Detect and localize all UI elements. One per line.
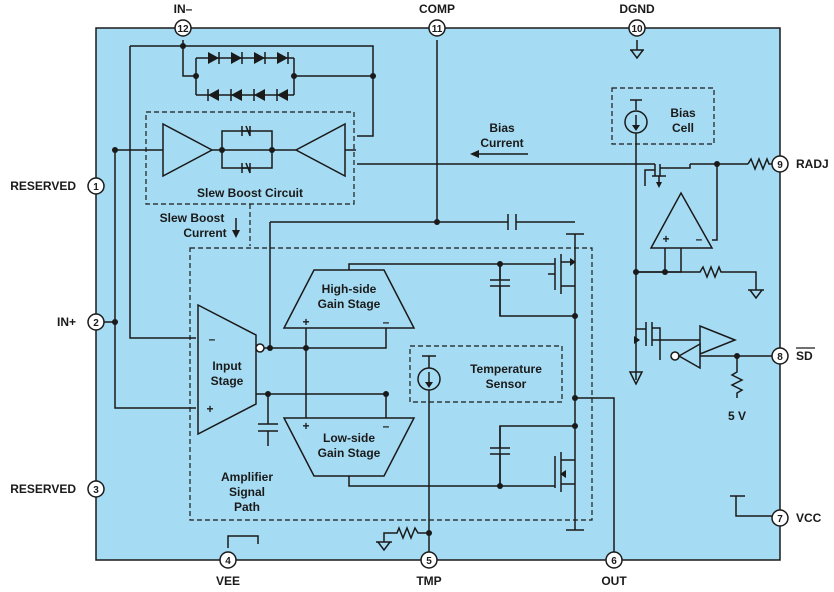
input-stage-block (197, 303, 257, 436)
pin-5-number: 5 (426, 556, 432, 567)
bias-cell-box (611, 87, 715, 145)
input-stage-plus: + (206, 402, 213, 416)
pin-1-label: RESERVED (10, 179, 76, 193)
opamp-plus: + (662, 232, 669, 246)
pin-11[interactable]: 11 (428, 19, 446, 37)
pin-8[interactable]: 8 (771, 347, 789, 365)
amp-path-line1: Amplifier (221, 470, 273, 484)
pin-11-label: COMP (419, 2, 455, 16)
pin-10-label: DGND (619, 2, 655, 16)
diode-row-top (208, 52, 289, 64)
input-stage-line2: Stage (211, 374, 244, 388)
slew-boost-internals (112, 122, 356, 178)
pin-6-number: 6 (611, 556, 617, 567)
radj-network: + – (633, 156, 778, 300)
pin-10-number: 10 (631, 24, 643, 35)
low-side-plus: + (302, 419, 309, 433)
high-side-plus: + (302, 315, 309, 329)
pin-7-number: 7 (777, 514, 783, 525)
temp-sensor-line2: Sensor (486, 377, 527, 391)
high-side-gain-stage (282, 269, 416, 329)
low-side-minus: – (383, 419, 390, 433)
five-volt-label: 5 V (728, 409, 746, 423)
slew-boost-current-line1: Slew Boost (160, 211, 225, 225)
diode-bridge (129, 40, 376, 339)
temp-sensor-line1: Temperature (470, 362, 542, 376)
pin-1[interactable]: 1 (87, 177, 105, 195)
pin-2-number: 2 (93, 318, 99, 329)
high-side-line1: High-side (322, 282, 377, 296)
pin-4[interactable]: 4 (219, 551, 237, 569)
pin-8-number: 8 (777, 352, 783, 363)
slew-boost-current-line2: Current (183, 226, 226, 240)
pin-6[interactable]: 6 (605, 551, 623, 569)
pin-2-label: IN+ (57, 315, 76, 329)
pin-10[interactable]: 10 (628, 19, 646, 37)
vee-wire (227, 535, 259, 548)
pin-3[interactable]: 3 (87, 480, 105, 498)
low-side-line2: Gain Stage (318, 446, 381, 460)
pin-1-number: 1 (93, 182, 99, 193)
pin-12-number: 12 (177, 24, 189, 35)
pin-5[interactable]: 5 (420, 551, 438, 569)
pin-7[interactable]: 7 (771, 509, 789, 527)
pin-9-label: RADJ (796, 157, 829, 171)
diode-row-bottom (207, 89, 288, 101)
chip-body (95, 27, 781, 561)
pin-11-number: 11 (432, 24, 443, 35)
high-side-minus: – (383, 315, 390, 329)
low-side-gain-stage (282, 417, 416, 477)
pin-5-label: TMP (416, 574, 441, 588)
pin-3-number: 3 (93, 485, 99, 496)
pin-4-label: VEE (216, 574, 240, 588)
bias-current-line1: Bias (489, 121, 515, 135)
pin-12[interactable]: 12 (174, 19, 192, 37)
amp-path-line3: Path (234, 500, 260, 514)
amp-path-line2: Signal (229, 485, 265, 499)
temperature-sensor-box (409, 345, 563, 403)
opamp-minus: – (696, 232, 703, 246)
pin-4-number: 4 (225, 556, 231, 567)
input-stage-line1: Input (212, 359, 241, 373)
bias-cell-line2: Cell (672, 121, 694, 135)
bias-cell-line1: Bias (670, 106, 696, 120)
low-side-line1: Low-side (323, 431, 375, 445)
sd-network (628, 322, 778, 398)
input-stage-minus: – (209, 332, 216, 346)
pin-6-label: OUT (601, 574, 627, 588)
pin-2[interactable]: 2 (87, 313, 105, 331)
slew-boost-circuit-label: Slew Boost Circuit (197, 186, 303, 200)
pin-9-number: 9 (777, 160, 783, 171)
pin-3-label: RESERVED (10, 482, 76, 496)
vcc-wire (730, 495, 778, 517)
high-side-line2: Gain Stage (318, 297, 381, 311)
pin-7-label: VCC (796, 511, 822, 525)
pin-8-label: SD (796, 349, 813, 363)
pin-12-label: IN– (174, 2, 193, 16)
amplifier-signal-path-box (189, 247, 593, 521)
bias-current-line2: Current (480, 136, 523, 150)
output-stage (490, 233, 615, 552)
bias-cell-current-source (624, 99, 648, 329)
pin-9[interactable]: 9 (771, 155, 789, 173)
